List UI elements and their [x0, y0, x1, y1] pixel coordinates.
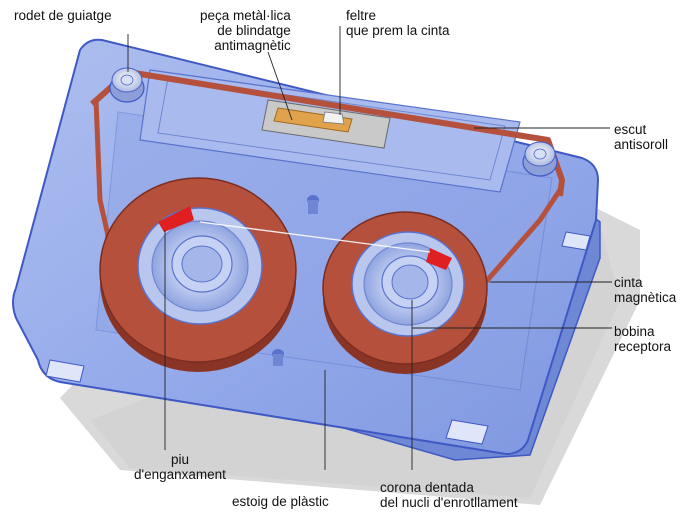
label-felt-pad-line-1: feltre	[346, 8, 377, 23]
case-foot-right	[445, 419, 489, 445]
case-foot-left	[45, 359, 85, 383]
label-shield-plate-line-1: peça metàl·lica	[200, 8, 291, 23]
label-magnetic-tape-line-1: cinta	[614, 275, 643, 290]
case-pins	[272, 195, 319, 366]
label-shield-plate-line-2: de blindatge	[217, 23, 291, 38]
leader-lines	[127, 26, 612, 470]
label-noise-shield: escut antisoroll	[614, 122, 668, 152]
felt-clip	[322, 111, 345, 125]
label-felt-pad: feltre que prem la cinta	[346, 8, 450, 38]
label-hub-crown-line-2: del nucli d'enrotllament	[380, 495, 518, 510]
label-plastic-case: estoig de plàstic	[232, 494, 329, 509]
label-noise-shield-line-1: escut	[614, 122, 647, 137]
label-guide-roller: rodet de guiatge	[14, 8, 112, 23]
label-guide-roller-text: rodet de guiatge	[14, 8, 112, 23]
label-takeup-reel-line-2: receptora	[614, 339, 672, 354]
right-tape-reel	[322, 211, 488, 374]
label-shield-plate-line-3: antimagnètic	[214, 38, 291, 53]
label-hub-crown-line-1: corona dentada	[380, 480, 474, 495]
label-noise-shield-line-2: antisoroll	[614, 137, 669, 152]
label-felt-pad-line-2: que prem la cinta	[346, 23, 450, 38]
label-takeup-reel-line-1: bobina	[614, 324, 655, 339]
case-foot-tr	[561, 231, 591, 251]
head-area-rim	[157, 77, 506, 181]
label-hub-pin: piu d'enganxament	[134, 452, 226, 482]
label-hub-crown: corona dentada del nucli d'enrotllament	[380, 480, 518, 510]
label-shield-plate: peça metàl·lica de blindatge antimagnèti…	[200, 8, 291, 53]
label-hub-pin-line-2: d'enganxament	[134, 467, 226, 482]
left-tape-reel	[99, 177, 297, 372]
left-guide-roller	[109, 67, 145, 103]
label-magnetic-tape-line-2: magnètica	[614, 290, 677, 305]
label-plastic-case-text: estoig de plàstic	[232, 494, 329, 509]
label-takeup-reel: bobina receptora	[614, 324, 671, 354]
tape-strand	[199, 221, 431, 253]
label-magnetic-tape: cinta magnètica	[614, 275, 676, 305]
right-guide-roller	[522, 141, 558, 177]
label-hub-pin-line-1: piu	[170, 452, 189, 467]
leader-shield-plate	[267, 51, 293, 121]
tape-right-drop	[468, 188, 563, 302]
